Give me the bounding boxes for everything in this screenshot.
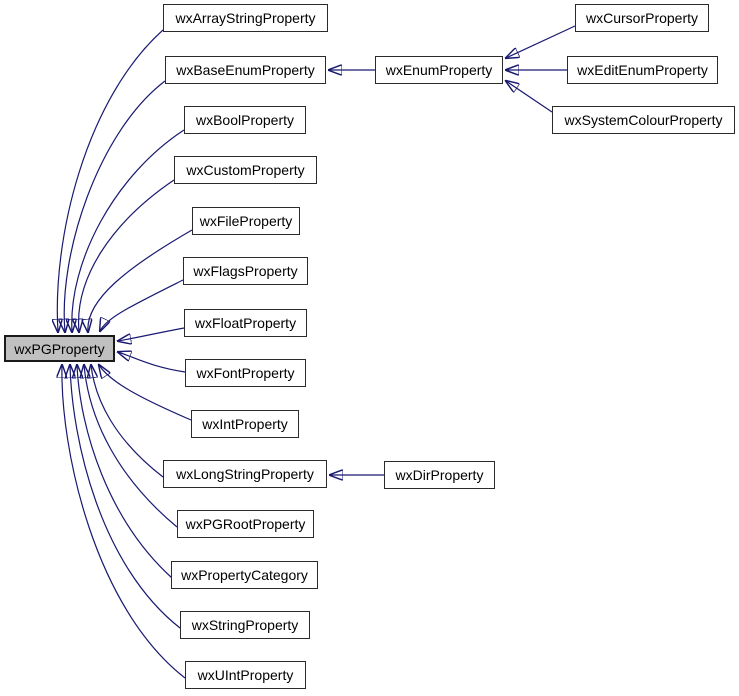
inheritance-edge-wxarraystringproperty (57, 29, 164, 332)
class-node-wxuintproperty[interactable]: wxUIntProperty (185, 661, 306, 689)
class-node-wxarraystringproperty[interactable]: wxArrayStringProperty (163, 4, 328, 32)
inheritance-edge-wxsystemcolourproperty (506, 81, 553, 113)
inheritance-edge-wxlongstringproperty (91, 365, 164, 478)
inheritance-edge-wxuintproperty (62, 365, 186, 679)
inheritance-edge-wxstringproperty (70, 365, 181, 629)
class-node-wxpropertycategory[interactable]: wxPropertyCategory (171, 561, 318, 589)
inheritance-edge-wxfloatproperty (118, 327, 185, 341)
class-node-wxboolproperty[interactable]: wxBoolProperty (184, 106, 306, 134)
inheritance-edge-wxintproperty (99, 365, 192, 421)
class-node-wxflagsproperty[interactable]: wxFlagsProperty (183, 257, 308, 285)
inheritance-edge-wxcustomproperty (79, 179, 175, 332)
inheritance-edge-wxcursorproperty (506, 25, 576, 58)
class-node-wxcustomproperty[interactable]: wxCustomProperty (174, 156, 317, 184)
class-node-wxstringproperty[interactable]: wxStringProperty (180, 611, 310, 639)
class-node-wxcursorproperty[interactable]: wxCursorProperty (575, 4, 709, 32)
class-node-wxdirproperty[interactable]: wxDirProperty (384, 461, 495, 489)
class-node-wxlongstringproperty[interactable]: wxLongStringProperty (163, 460, 327, 488)
class-node-wxpgproperty: wxPGProperty (4, 335, 115, 362)
class-node-wxfontproperty[interactable]: wxFontProperty (185, 359, 306, 387)
inheritance-edge-wxpgrootproperty (84, 365, 178, 528)
class-node-wxfileproperty[interactable]: wxFileProperty (192, 207, 300, 235)
inheritance-edge-wxpropertycategory (77, 365, 173, 579)
inheritance-edge-wxfileproperty (88, 229, 193, 332)
class-node-wxbaseenumproperty[interactable]: wxBaseEnumProperty (165, 56, 326, 84)
inheritance-edge-wxbaseenumproperty (64, 80, 166, 332)
inheritance-edge-wxfontproperty (118, 352, 186, 373)
class-node-wxpgrootproperty[interactable]: wxPGRootProperty (177, 510, 314, 538)
class-node-wxsystemcolourproperty[interactable]: wxSystemColourProperty (552, 106, 735, 134)
inheritance-edge-wxboolproperty (72, 129, 185, 332)
class-node-wxfloatproperty[interactable]: wxFloatProperty (184, 309, 307, 337)
class-node-wxenumproperty[interactable]: wxEnumProperty (375, 56, 503, 84)
class-node-wxintproperty[interactable]: wxIntProperty (191, 410, 299, 438)
class-node-wxeditenumproperty[interactable]: wxEditEnumProperty (567, 56, 718, 84)
inheritance-edge-wxflagsproperty (100, 279, 184, 331)
